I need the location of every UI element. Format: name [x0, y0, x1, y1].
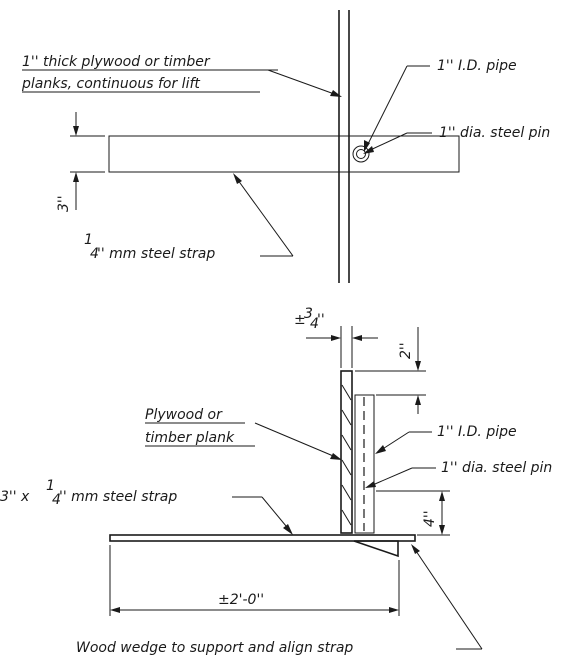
length-arrow-right: [389, 607, 399, 613]
clearance-arrow-right: [352, 335, 362, 341]
section-strap-num: 1: [46, 478, 55, 494]
section-plank-leader: [254, 422, 339, 459]
pin-label: 1'' dia. steel pin: [439, 125, 550, 141]
plank-hatch-6: [341, 509, 352, 526]
section-view: ± 3 4 '' 2'' Plywood or timber plank 1''…: [0, 306, 552, 656]
steel-strap-plan: [108, 135, 460, 173]
top-dim-arrow-upper: [415, 361, 421, 371]
section-strap-den: 4: [52, 492, 61, 508]
plank-hatch-5: [341, 484, 352, 501]
pipe-outer-circle: [352, 145, 370, 163]
pipe-leader: [365, 65, 408, 149]
strap-frac-num: 1: [84, 232, 93, 248]
strap-leader: [234, 175, 294, 257]
length-arrow-left: [110, 607, 120, 613]
strap-frac-den: 4: [90, 246, 99, 262]
section-pin-leader-arrow: [365, 481, 376, 488]
top-dim-arrow-lower: [415, 395, 421, 405]
plank-leader: [267, 69, 338, 96]
dim-top: 2'': [398, 342, 414, 359]
dim-arrow-top: [73, 126, 79, 136]
plank-label-line1: 1'' thick plywood or timber: [22, 54, 211, 70]
section-pipe-label: 1'' I.D. pipe: [437, 424, 517, 440]
clearance-arrow-left: [331, 335, 341, 341]
section-pin-label: 1'' dia. steel pin: [441, 460, 552, 476]
plank-hatch-2: [341, 409, 352, 426]
strap-label-rest: '' mm steel strap: [97, 246, 215, 262]
clearance-den: 4: [310, 316, 319, 332]
plank-section: [340, 370, 353, 534]
steel-strap-section: [109, 534, 416, 542]
section-strap-prefix: 3'' x: [0, 489, 30, 505]
top-view: 1'' thick plywood or timber planks, cont…: [21, 10, 550, 283]
pin-dim-arrow-lower: [439, 525, 445, 535]
clearance-prefix: ±: [294, 312, 306, 328]
plank-hatch-1: [341, 384, 352, 401]
plank-leader-arrow: [330, 90, 342, 97]
pipe-leader-arrow: [364, 140, 370, 152]
wedge-label: Wood wedge to support and align strap: [76, 640, 353, 656]
section-strap-rest: '' mm steel strap: [59, 489, 177, 505]
section-plank-leader-arrow: [330, 453, 342, 460]
section-pipe-leader-arrow: [375, 445, 386, 454]
section-plank-label-line1: Plywood or: [145, 407, 223, 423]
clearance-suffix: '': [317, 312, 325, 328]
plank-label-line2: planks, continuous for lift: [21, 76, 200, 92]
dim-length: ±2'-0'': [218, 592, 264, 608]
dim-arrow-bottom: [73, 172, 79, 182]
wedge-leader: [413, 547, 483, 650]
dim-pin-height: 4'': [422, 510, 438, 527]
section-strap-leader-arrow: [283, 524, 293, 535]
wedge-leader-arrow: [411, 544, 420, 554]
plank-hatch-4: [341, 459, 352, 476]
dim-strap-width: 3'': [56, 195, 72, 212]
strap-leader-arrow: [233, 173, 242, 184]
plank-hatch-3: [341, 434, 352, 451]
section-pin-leader: [367, 467, 413, 488]
pipe-section: [354, 394, 375, 534]
pipe-label: 1'' I.D. pipe: [437, 58, 517, 74]
wood-wedge: [353, 540, 399, 558]
section-plank-label-line2: timber plank: [145, 430, 235, 446]
clearance-num: 3: [304, 306, 313, 322]
pin-circle: [356, 149, 366, 159]
pin-leader-arrow: [363, 146, 374, 154]
pin-dim-arrow-upper: [439, 491, 445, 501]
